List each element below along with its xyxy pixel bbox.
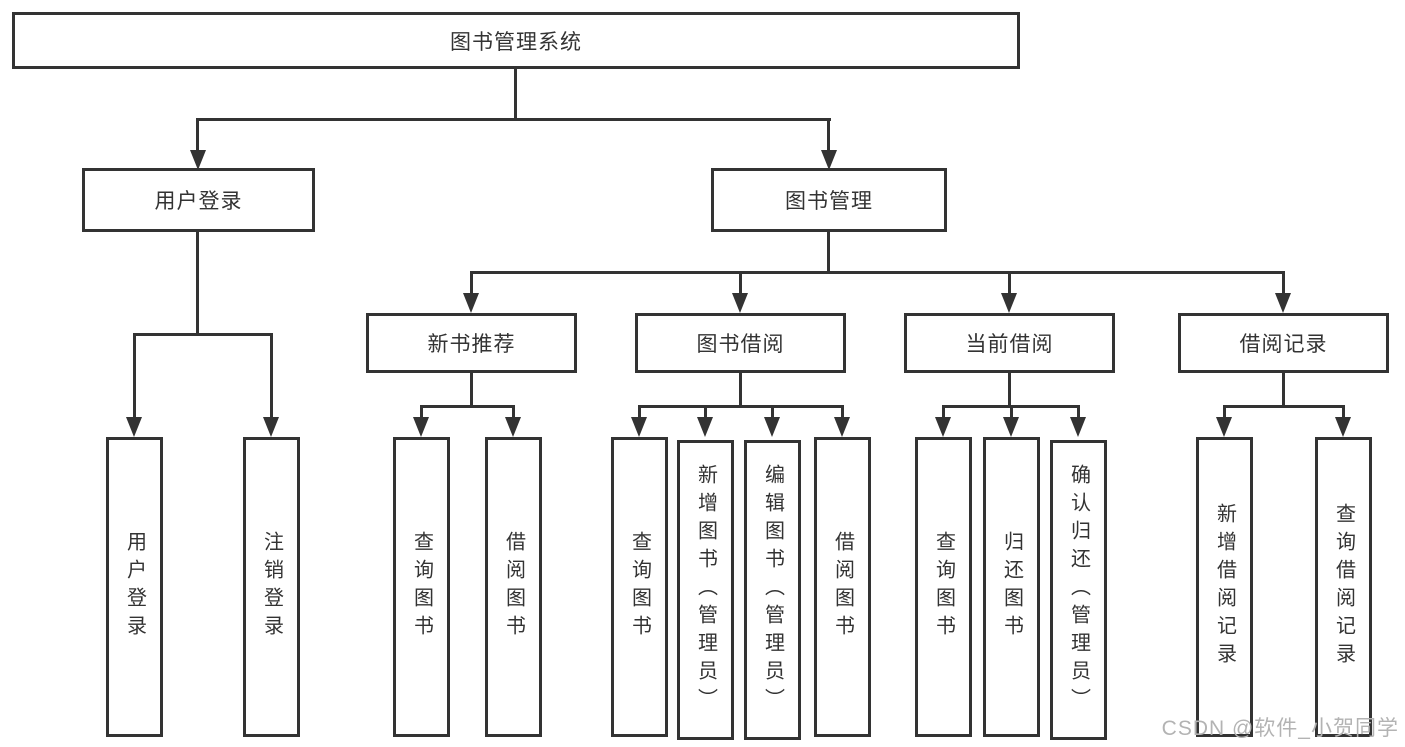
connector-line — [1008, 372, 1011, 407]
arrowhead-down-icon — [697, 417, 713, 437]
connector-line — [420, 405, 515, 408]
arrowhead-down-icon — [1275, 293, 1291, 313]
watermark: CSDN @软件_小贺同学 — [1161, 717, 1399, 740]
node-query-borrow-record: 查询借阅记录 — [1315, 437, 1372, 737]
node-confirm-return-admin: 确认归还（管理员） — [1050, 440, 1107, 740]
arrowhead-down-icon — [732, 293, 748, 313]
arrowhead-down-icon — [764, 417, 780, 437]
connector-line — [196, 118, 831, 121]
arrowhead-down-icon — [413, 417, 429, 437]
arrowhead-down-icon — [463, 293, 479, 313]
arrowhead-down-icon — [821, 150, 837, 170]
arrowhead-down-icon — [1216, 417, 1232, 437]
connector-line — [512, 405, 515, 423]
node-label: 用户登录 — [123, 531, 146, 643]
node-query-books-borrow: 查询图书 — [611, 437, 668, 737]
node-add-borrow-record: 新增借阅记录 — [1196, 437, 1253, 737]
connector-line — [1342, 405, 1345, 423]
node-book-borrow: 图书借阅 — [635, 313, 846, 373]
connector-line — [827, 118, 830, 154]
node-borrow-records: 借阅记录 — [1178, 313, 1389, 373]
connector-line — [1008, 271, 1011, 296]
node-book-management: 图书管理 — [711, 168, 947, 232]
node-label: 归还图书 — [1000, 531, 1023, 643]
node-add-book-admin: 新增图书（管理员） — [677, 440, 734, 740]
connector-line — [1010, 405, 1013, 423]
connector-line — [470, 271, 1285, 274]
arrowhead-down-icon — [631, 417, 647, 437]
arrowhead-down-icon — [505, 417, 521, 437]
connector-line — [420, 405, 423, 423]
connector-line — [1077, 405, 1080, 423]
node-label: 注销登录 — [260, 531, 283, 643]
node-label: 借阅图书 — [502, 531, 525, 643]
connector-line — [704, 405, 707, 423]
connector-line — [942, 405, 945, 423]
connector-line — [196, 118, 199, 154]
connector-line — [1223, 405, 1345, 408]
connector-line — [470, 372, 473, 407]
connector-line — [1282, 372, 1285, 407]
connector-line — [638, 405, 844, 408]
arrowhead-down-icon — [190, 150, 206, 170]
arrowhead-down-icon — [1070, 417, 1086, 437]
connector-line — [133, 333, 273, 336]
node-label: 编辑图书（管理员） — [761, 464, 784, 716]
node-return-book: 归还图书 — [983, 437, 1040, 737]
arrowhead-down-icon — [263, 417, 279, 437]
connector-line — [771, 405, 774, 423]
node-current-borrow: 当前借阅 — [904, 313, 1115, 373]
connector-line — [470, 271, 473, 296]
node-label: 查询图书 — [628, 531, 651, 643]
connector-line — [133, 333, 136, 419]
node-query-books-recommend: 查询图书 — [393, 437, 450, 737]
connector-line — [270, 333, 273, 419]
arrowhead-down-icon — [1001, 293, 1017, 313]
node-logout: 注销登录 — [243, 437, 300, 737]
connector-line — [739, 372, 742, 407]
node-label: 借阅图书 — [831, 531, 854, 643]
node-user-login-leaf: 用户登录 — [106, 437, 163, 737]
connector-line — [1223, 405, 1226, 423]
arrowhead-down-icon — [1335, 417, 1351, 437]
node-new-book-recommend: 新书推荐 — [366, 313, 577, 373]
connector-line — [841, 405, 844, 423]
node-borrow-books-leaf: 借阅图书 — [814, 437, 871, 737]
connector-line — [514, 69, 517, 120]
node-label: 查询图书 — [932, 531, 955, 643]
connector-line — [638, 405, 641, 423]
node-label: 新增图书（管理员） — [694, 464, 717, 716]
node-label: 新增借阅记录 — [1213, 503, 1236, 671]
arrowhead-down-icon — [1003, 417, 1019, 437]
arrowhead-down-icon — [935, 417, 951, 437]
arrowhead-down-icon — [834, 417, 850, 437]
connector-line — [196, 232, 199, 335]
node-edit-book-admin: 编辑图书（管理员） — [744, 440, 801, 740]
connector-line — [827, 232, 830, 273]
node-borrow-books-recommend: 借阅图书 — [485, 437, 542, 737]
node-user-login: 用户登录 — [82, 168, 315, 232]
node-label: 确认归还（管理员） — [1067, 464, 1090, 716]
node-label: 查询图书 — [410, 531, 433, 643]
node-root: 图书管理系统 — [12, 12, 1020, 69]
node-query-books-current: 查询图书 — [915, 437, 972, 737]
connector-line — [1282, 271, 1285, 296]
node-label: 查询借阅记录 — [1332, 503, 1355, 671]
connector-line — [739, 271, 742, 296]
arrowhead-down-icon — [126, 417, 142, 437]
